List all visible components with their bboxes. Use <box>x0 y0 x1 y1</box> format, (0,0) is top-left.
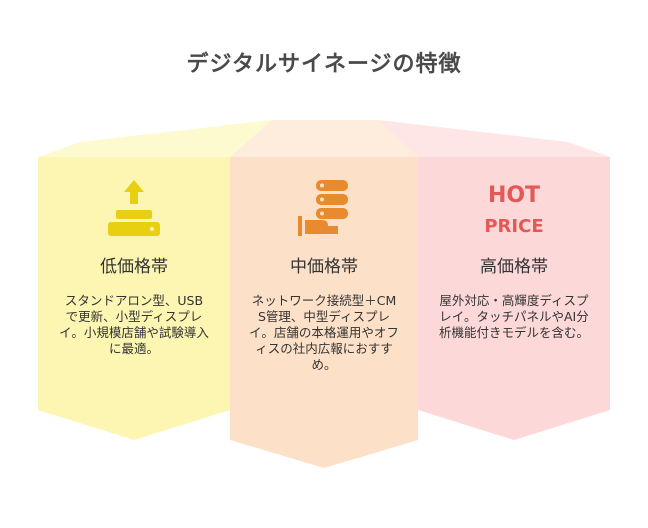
low-top-strip <box>38 120 272 157</box>
upload-tray-icon <box>108 180 160 236</box>
hot-price-icon: HOT PRICE <box>484 183 543 237</box>
column-low: 低価格帯 スタンドアロン型、USBで更新、小型ディスプレイ。小規模店舗や試験導入… <box>39 176 229 357</box>
column-heading: 高価格帯 <box>480 257 548 277</box>
high-top-strip <box>378 120 610 157</box>
column-mid: 中価格帯 ネットワーク接続型＋CMS管理、中型ディスプレイ。店舗の本格運用やオフ… <box>229 176 419 373</box>
hot-text: HOT <box>488 183 540 208</box>
mid-top-strip <box>230 120 418 157</box>
column-description: 屋外対応・高輝度ディスプレイ。タッチパネルやAI分析機能付きモデルを含む。 <box>439 293 590 340</box>
column-heading: 低価格帯 <box>100 257 168 277</box>
page-title: デジタルサイネージの特徴 <box>186 52 462 77</box>
server-hand-icon <box>298 180 348 236</box>
column-description: スタンドアロン型、USBで更新、小型ディスプレイ。小規模店舗や試験導入に最適。 <box>59 293 209 356</box>
column-heading: 中価格帯 <box>290 257 358 277</box>
price-text: PRICE <box>484 216 543 237</box>
column-description: ネットワーク接続型＋CMS管理、中型ディスプレイ。店舗の本格運用やオフィスの社内… <box>249 293 399 372</box>
low-panel <box>38 157 230 440</box>
mid-panel <box>230 157 418 468</box>
high-panel <box>418 157 610 440</box>
column-high: HOT PRICE 高価格帯 屋外対応・高輝度ディスプレイ。タッチパネルやAI分… <box>419 176 609 341</box>
